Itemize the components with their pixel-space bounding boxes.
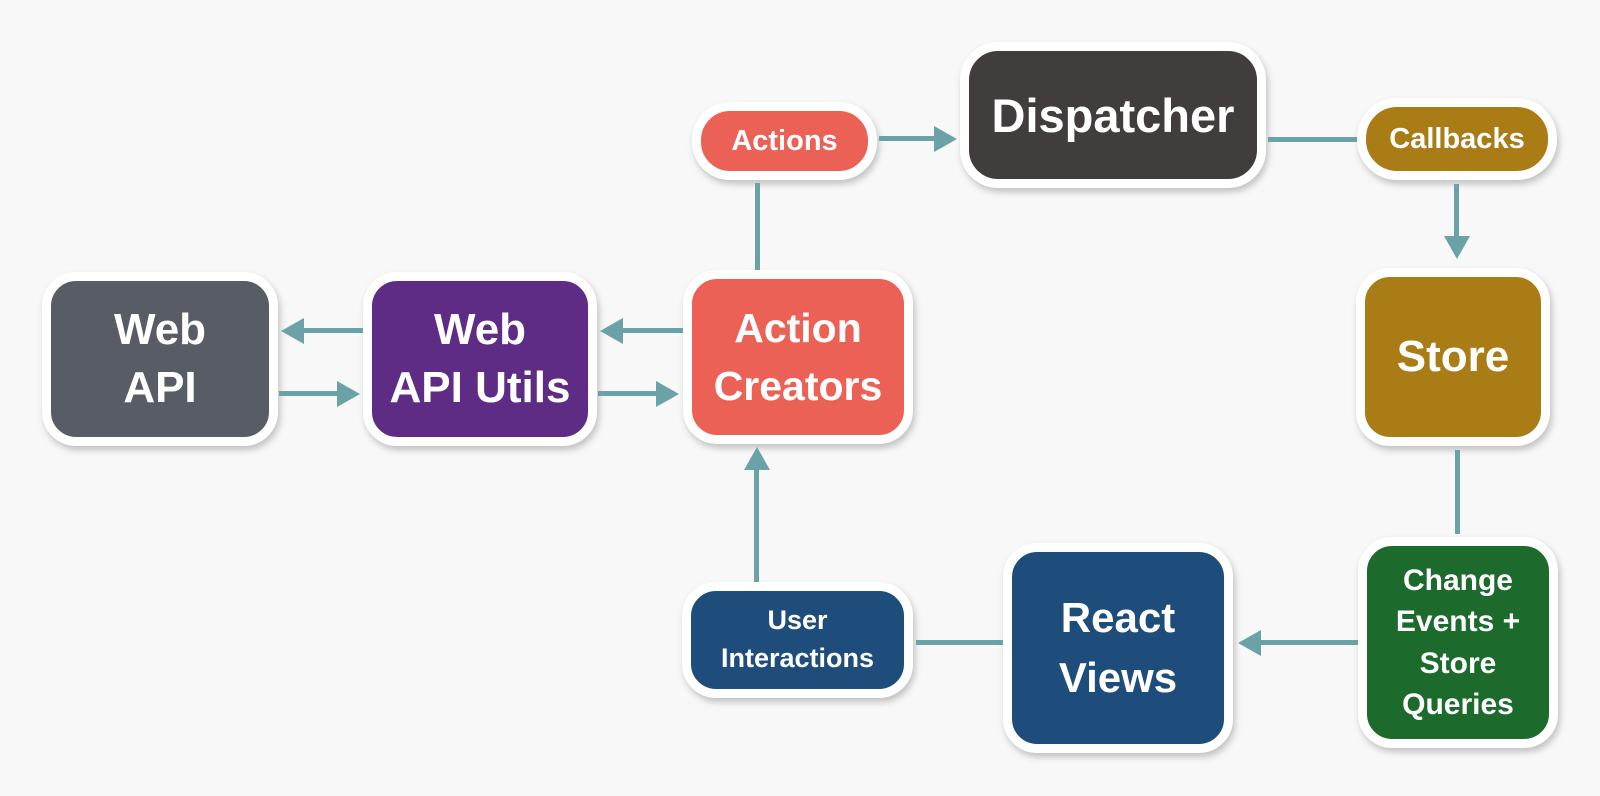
- connector-react-views-to-user-interactions-line: [916, 640, 1003, 645]
- connector-actions-to-dispatcher-line: [879, 136, 935, 141]
- node-actions: Actions: [692, 102, 877, 180]
- connector-web-api-to-web-api-utils-line: [279, 391, 337, 396]
- node-change-events-label-line3: Store: [1419, 646, 1497, 680]
- node-react-views-label-line2: Views: [1058, 654, 1178, 701]
- node-user-interactions-label-line1: User: [767, 605, 828, 636]
- node-react-views-label-line1: React: [1060, 594, 1176, 642]
- node-web-api-label-line2: API: [123, 363, 197, 412]
- connector-store-to-change-events-line: [1455, 450, 1460, 534]
- connector-callbacks-to-store-line: [1454, 184, 1459, 236]
- node-react-views: React Views: [1003, 543, 1233, 753]
- arrowhead-web-api-utils-to-web-api: [281, 318, 304, 344]
- connector-user-interactions-to-action-creators-line: [754, 469, 759, 582]
- arrowhead-change-events-to-react-views: [1238, 630, 1261, 656]
- arrowhead-action-creators-to-web-api-utils: [600, 318, 623, 344]
- node-web-api: Web API: [42, 272, 278, 446]
- node-web-api-utils-label-line2: API Utils: [389, 363, 571, 412]
- arrowhead-user-interactions-to-action-creators: [744, 447, 770, 470]
- node-change-events-label-line1: Change: [1402, 563, 1513, 597]
- node-action-creators-label-line2: Creators: [713, 363, 883, 409]
- node-action-creators-label-line1: Action: [734, 304, 862, 351]
- node-callbacks-label: Callbacks: [1389, 122, 1525, 155]
- node-change-events-label-line4: Queries: [1402, 687, 1514, 721]
- node-change-events-label-line2: Events +: [1395, 605, 1521, 639]
- node-actions-label: Actions: [731, 124, 838, 157]
- node-store: Store: [1356, 268, 1550, 446]
- connector-web-api-utils-to-web-api-line: [304, 328, 363, 333]
- node-web-api-label-line1: Web: [113, 304, 207, 354]
- node-action-creators: Action Creators: [683, 270, 913, 444]
- connector-web-api-utils-to-action-creators-line: [598, 391, 656, 396]
- node-user-interactions-label-line2: Interactions: [720, 643, 875, 673]
- connector-dispatcher-to-callbacks-line: [1268, 137, 1357, 142]
- node-web-api-utils: Web API Utils: [363, 272, 597, 446]
- node-callbacks: Callbacks: [1357, 98, 1557, 180]
- connector-change-events-to-react-views-line: [1261, 640, 1358, 645]
- arrowhead-callbacks-to-store: [1444, 236, 1470, 259]
- node-web-api-utils-label-line1: Web: [433, 304, 527, 354]
- node-store-label: Store: [1396, 332, 1510, 381]
- node-user-interactions: User Interactions: [682, 582, 913, 698]
- connector-action-creators-to-actions-line: [755, 183, 760, 270]
- node-dispatcher: Dispatcher: [960, 42, 1266, 188]
- arrowhead-web-api-to-web-api-utils: [337, 381, 360, 407]
- arrowhead-web-api-utils-to-action-creators: [656, 381, 679, 407]
- node-dispatcher-label: Dispatcher: [991, 88, 1235, 142]
- arrowhead-actions-to-dispatcher: [934, 126, 957, 152]
- node-change-events-store-queries: Change Events + Store Queries: [1358, 537, 1558, 748]
- connector-action-creators-to-web-api-utils-line: [623, 328, 683, 333]
